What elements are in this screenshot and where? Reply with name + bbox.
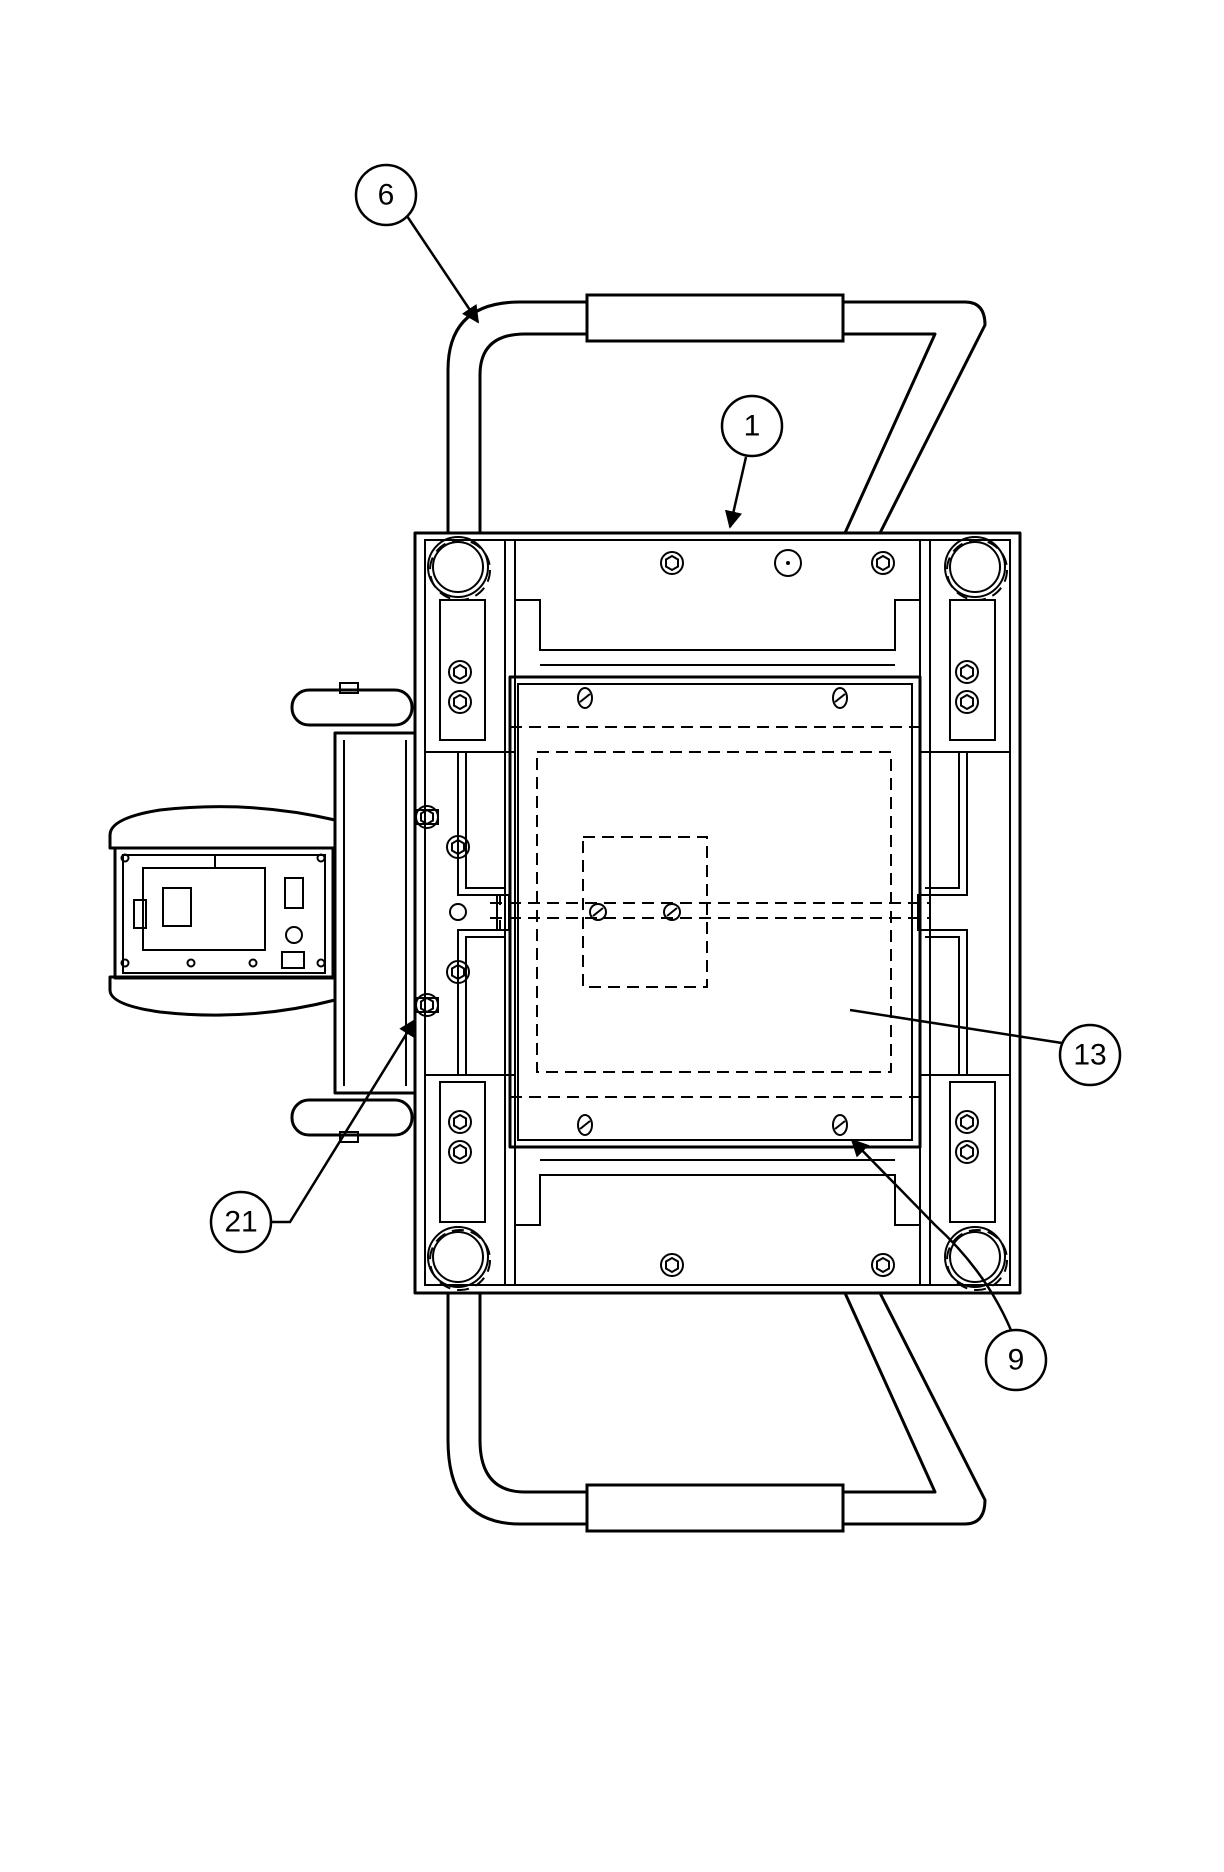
callout-1-label: 1	[744, 410, 761, 443]
indicator-head	[110, 807, 335, 1015]
callout-21-label: 21	[224, 1206, 257, 1239]
callout-6: 6	[356, 165, 416, 225]
callout-1: 1	[722, 396, 782, 456]
callout-6-label: 6	[378, 179, 395, 212]
callout-21: 21	[211, 1192, 271, 1252]
wheels-axle	[292, 683, 415, 1142]
base-hardware	[661, 550, 894, 1276]
callout-9-label: 9	[1008, 1344, 1025, 1377]
callout-13-label: 13	[1073, 1039, 1106, 1072]
callout-13: 13	[1060, 1025, 1120, 1085]
callout-9: 9	[986, 1330, 1046, 1390]
leader-lines	[270, 216, 1062, 1340]
handle-frame-tubes	[448, 295, 985, 1531]
cables	[450, 752, 967, 1075]
top-platter	[490, 677, 930, 1147]
indicator-bracket	[416, 806, 469, 1016]
